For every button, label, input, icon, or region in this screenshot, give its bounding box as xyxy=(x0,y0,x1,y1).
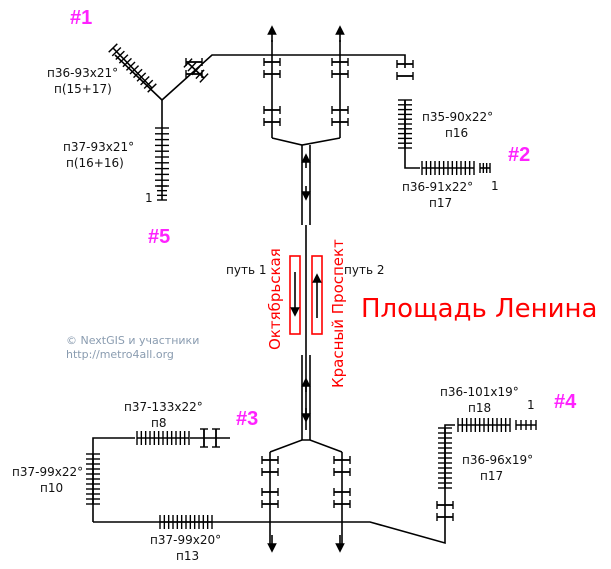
stair-e5-note: п(16+16) xyxy=(66,156,124,170)
turnstile-bottom-left-2 xyxy=(261,488,279,508)
stair-exit-5 xyxy=(155,127,169,187)
stair-e4-top-spec: п36-101x19° xyxy=(440,385,519,399)
turnstile-top-right xyxy=(331,58,349,78)
stair-e2-upper-spec: п35-90x22° xyxy=(422,110,493,124)
stair-e4-side-spec: п36-96x19° xyxy=(462,453,533,467)
turnstile-bottom-left xyxy=(261,456,279,476)
stair-e3-left-spec: п37-99x22° xyxy=(12,465,83,479)
stair-exit-2-end xyxy=(479,163,491,173)
stair-exit-2-lower xyxy=(421,161,475,175)
platform-right-name: Красный Проспект xyxy=(329,239,347,388)
turnstile-exit3 xyxy=(200,428,220,448)
stair-e2-lower-spec: п36-91x22° xyxy=(402,180,473,194)
stair-exit-1-top xyxy=(108,43,157,93)
stair-exit-3-bottom xyxy=(159,515,213,529)
stair-e1-spec: п36-93x21° xyxy=(47,66,118,80)
turnstile-exit4-low xyxy=(436,501,454,521)
stair-exit-3-top xyxy=(136,431,190,445)
stair-exit-2-upper xyxy=(398,99,412,149)
turnstile-bottom-right-2 xyxy=(333,488,351,508)
stair-exit-3-left xyxy=(86,453,100,505)
direction-arrows xyxy=(267,25,345,553)
platform-left-name: Октябрьская xyxy=(266,248,284,350)
stair-e2-upper-note: п16 xyxy=(445,126,468,140)
turnstile-top-right-2 xyxy=(331,106,349,126)
stair-e3-left-note: п10 xyxy=(40,481,63,495)
corridor-lines xyxy=(92,40,455,545)
track-1-label: путь 1 xyxy=(226,263,266,277)
exit-3-label: #3 xyxy=(236,408,258,430)
stair-e5-end: 1 xyxy=(145,191,153,205)
stair-e4-end: 1 xyxy=(527,398,535,412)
staircases xyxy=(86,43,537,529)
exit-2-label: #2 xyxy=(508,144,530,166)
stair-e1-note: п(15+17) xyxy=(54,82,112,96)
stair-e3-bottom-spec: п37-99x20° xyxy=(150,533,221,547)
turnstile-exit2 xyxy=(396,60,414,80)
copyright-line-2: http://metro4all.org xyxy=(66,348,174,361)
copyright-line-1: © NextGIS и участники xyxy=(66,334,199,347)
station-name: Площадь Ленина xyxy=(361,294,597,324)
exit-4-label: #4 xyxy=(554,391,577,413)
turnstile-top-left xyxy=(263,58,281,78)
stair-exit-5-end xyxy=(157,185,167,201)
stair-e3-top-note: п8 xyxy=(151,416,166,430)
stair-exit-4-top xyxy=(457,418,511,432)
stair-exit-4-end xyxy=(515,420,537,430)
turnstile-top-left-2 xyxy=(263,106,281,126)
stair-e5-spec: п37-93x21° xyxy=(63,140,134,154)
stair-e2-end: 1 xyxy=(491,179,499,193)
exit-1-label: #1 xyxy=(70,7,92,29)
platforms xyxy=(289,255,323,335)
stair-e2-lower-note: п17 xyxy=(429,196,452,210)
track-2-label: путь 2 xyxy=(344,263,384,277)
stair-e3-bottom-note: п13 xyxy=(176,549,199,563)
stair-exit-4-side xyxy=(438,427,452,489)
stair-e4-top-note: п18 xyxy=(468,401,491,415)
turnstiles xyxy=(185,58,454,521)
turnstile-bottom-right xyxy=(333,456,351,476)
turnstile-exit1 xyxy=(185,58,203,78)
exit-5-label: #5 xyxy=(148,226,170,248)
stair-e4-side-note: п17 xyxy=(480,469,503,483)
stair-e3-top-spec: п37-133x22° xyxy=(124,400,203,414)
